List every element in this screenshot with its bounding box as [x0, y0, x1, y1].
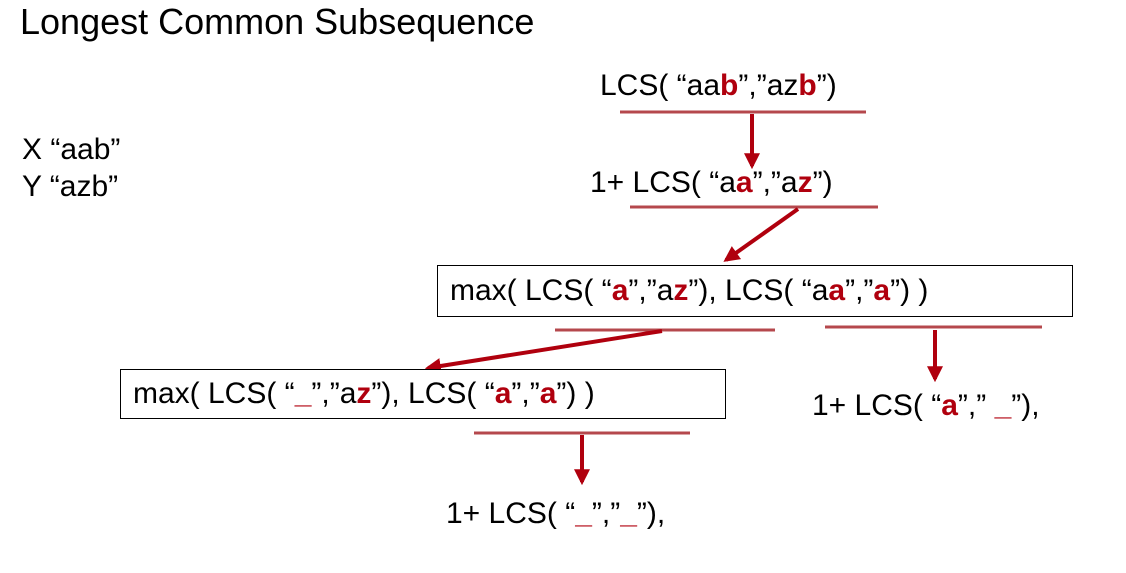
highlighted-char: a	[735, 166, 753, 199]
expression-text: ”),	[1011, 389, 1040, 422]
node-root: LCS( “aab”,”azb”)	[600, 68, 837, 104]
expression-text: ”), LCS( “	[371, 377, 495, 410]
node-step3-left-max: max( LCS( “_”,”az”), LCS( “a”,”a”) )	[120, 369, 726, 419]
highlighted-char: z	[673, 274, 689, 307]
input-y-label: Y “azb”	[22, 170, 119, 203]
expression-text: max( LCS( “	[450, 274, 612, 307]
highlighted-char: a	[611, 274, 629, 307]
arrow-step2-to-step3-left	[424, 329, 663, 374]
expression-text: ”,”a	[311, 377, 357, 410]
node-step2-max: max( LCS( “a”,”az”), LCS( “aa”,”a”) )	[437, 265, 1073, 317]
highlighted-char: _	[620, 497, 637, 530]
highlighted-char: _	[294, 377, 312, 410]
expression-text: ”,”	[845, 274, 874, 307]
highlighted-char: a	[539, 377, 557, 410]
highlighted-char: a	[941, 389, 958, 422]
arrow-step1-to-step2	[723, 207, 800, 262]
expression-text: ”)	[812, 166, 833, 199]
expression-text: ”,”	[957, 389, 995, 422]
expression-text: ”,”	[591, 497, 621, 530]
expression-text: 1+ LCS( “	[446, 497, 576, 530]
expression-text: ”), LCS( “a	[688, 274, 829, 307]
highlighted-char: z	[797, 166, 813, 199]
highlighted-char: b	[720, 69, 739, 102]
expression-text: ”,”az	[738, 69, 799, 102]
expression-text: LCS( “aa	[600, 69, 721, 102]
node-step1: 1+ LCS( “aa”,”az”)	[590, 165, 833, 201]
expression-text: 1+ LCS( “	[812, 389, 942, 422]
node-step4: 1+ LCS( “_”,”_”),	[446, 496, 665, 532]
highlighted-char: _	[994, 389, 1012, 422]
expression-text: ”) )	[556, 377, 595, 410]
expression-text: ”,”	[511, 377, 540, 410]
node-step3-right: 1+ LCS( “a”,” _”),	[812, 388, 1040, 424]
expression-text: ”),	[636, 497, 666, 530]
input-x-label: X “aab”	[22, 133, 121, 166]
expression-text: ”,”a	[628, 274, 674, 307]
highlighted-char: a	[494, 377, 512, 410]
highlighted-char: z	[356, 377, 372, 410]
expression-text: ”) )	[890, 274, 929, 307]
highlighted-char: a	[828, 274, 846, 307]
expression-text: max( LCS( “	[133, 377, 295, 410]
expression-text: ”,”a	[752, 166, 798, 199]
highlighted-char: a	[873, 274, 891, 307]
expression-text: 1+ LCS( “a	[590, 166, 736, 199]
highlighted-char: _	[575, 497, 592, 530]
page-title: Longest Common Subsequence	[20, 1, 535, 42]
expression-text: ”)	[816, 69, 837, 102]
highlighted-char: b	[798, 69, 817, 102]
